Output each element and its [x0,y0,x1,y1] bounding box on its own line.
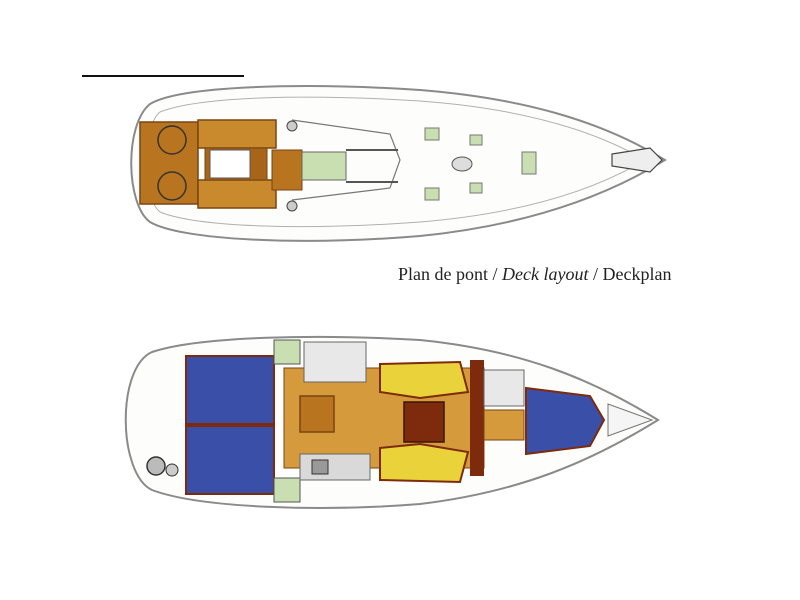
caption-separator-1: / [488,264,503,284]
galley-counter [299,453,371,481]
forward-cabin-sole [483,409,525,441]
deck-hatch-3 [469,134,483,146]
caption-german: Deckplan [602,264,672,284]
steering-wheel-starboard [157,171,187,201]
saloon-sofa-starboard [379,442,470,484]
aft-cabin-port-locker [273,339,301,365]
forward-head [483,369,525,407]
deck-hatch-1 [424,127,440,141]
cockpit-teak-seat-upper [197,119,277,149]
top-rule-line [82,75,244,77]
saloon-sofa-port [379,360,470,400]
saloon-table [403,401,445,443]
stern-fitting-2 [165,463,179,477]
chart-table [299,395,335,433]
deck-layout-plan [130,85,667,242]
steering-wheel-port [157,125,187,155]
caption-french: Plan de pont [398,264,488,284]
cockpit-teak-bridge [271,149,303,191]
caption-separator-2: / [588,264,603,284]
coachroof-outline [291,119,401,201]
deck-inner-rail [146,96,646,228]
mast-base [451,156,473,172]
plan-caption: Plan de pont / Deck layout / Deckplan [398,264,671,285]
aft-cabin-starboard-berth [185,425,275,495]
aft-head [303,341,367,383]
winch-starboard [286,200,298,212]
winch-port [286,120,298,132]
aft-cabin-starboard-locker [273,477,301,503]
cockpit-table [209,149,251,179]
cockpit-teak-aft [139,121,199,205]
interior-layout-plan [124,335,660,509]
forward-cabin-berth [525,386,606,456]
cockpit-teak-seat-lower [197,179,277,209]
bulkhead-forward [470,360,484,476]
caption-english: Deck layout [502,264,589,284]
stern-fitting [146,456,166,476]
deck-hatch-2 [424,187,440,201]
anchor-locker [607,403,654,437]
deck-hatch-5 [521,151,537,175]
deck-hatch-4 [469,182,483,194]
aft-cabin-port-berth [185,355,275,425]
companionway-hatch [301,151,347,181]
bow-roller [611,147,663,173]
galley-stove [311,459,329,475]
